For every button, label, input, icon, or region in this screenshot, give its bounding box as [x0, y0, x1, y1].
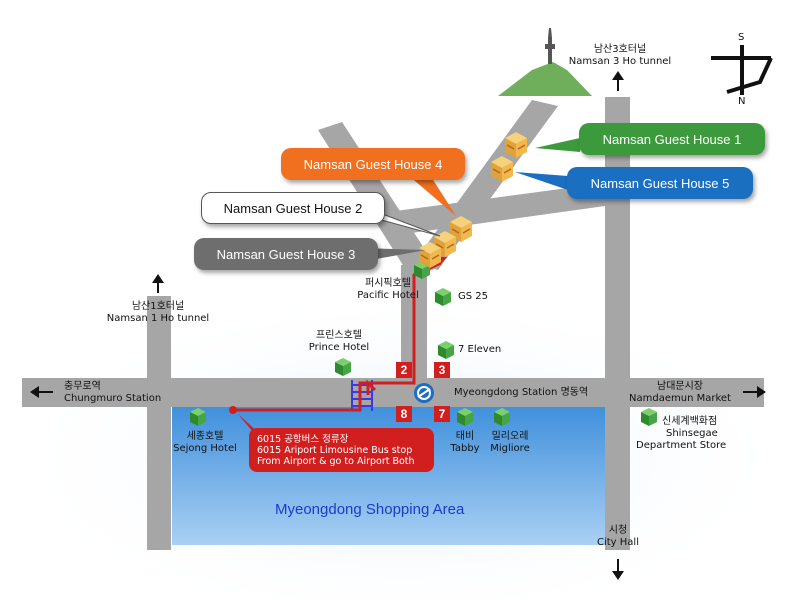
building-gh3-icon [419, 242, 441, 268]
arrow-west-icon [30, 386, 53, 398]
guest-house-buildings [419, 132, 527, 268]
east-road [605, 97, 630, 550]
shinsegae-en2: Department Store [636, 440, 727, 451]
bus-stop-line-3: From Airport & go to Airport Both [257, 456, 415, 467]
namdaemun-ko: 남대문시장 [657, 381, 703, 392]
namsan1-tunnel-ko: 남산1호터널 [131, 301, 185, 312]
namsan-mountain [498, 28, 592, 96]
arrow-east-icon [743, 386, 766, 398]
exit-7-badge: 7 [434, 406, 450, 422]
city-hall-en: City Hall [597, 537, 639, 548]
shinsegae-ko: 신세계백화점 [662, 416, 718, 427]
gs25-label: GS 25 [458, 291, 488, 302]
subway-station-icon [414, 383, 434, 403]
city-hall-ko: 시청 [608, 525, 628, 536]
marker-sejong-hotel [190, 408, 206, 426]
namdaemun-en: Namdaemun Market [629, 393, 731, 404]
namsan3-tunnel-ko: 남산3호터널 [593, 44, 647, 55]
chungmuro-station-label: 충무로역 Chungmuro Station [64, 381, 161, 405]
marker-shinsegae [641, 408, 657, 426]
sejong-ko: 세종호텔 [186, 431, 224, 442]
pacific-hotel-ko: 퍼시픽호텔 [365, 278, 411, 289]
exit-3-badge: 3 [434, 362, 450, 378]
marker-migliore [494, 408, 510, 426]
seven-eleven-label: 7 Eleven [458, 344, 502, 355]
pacific-hotel-label: 퍼시픽호텔 Pacific Hotel [343, 278, 433, 302]
tabby-en: Tabby [450, 443, 480, 454]
building-gh1-icon [505, 132, 527, 158]
building-gh5-icon [491, 156, 513, 182]
bus-stop-line-2: 6015 Ariport Limousine Bus stop [257, 445, 413, 456]
bus-stop-line-1: 6015 공항버스 정류장 [257, 434, 349, 445]
city-hall-label: 시청 City Hall [588, 525, 648, 549]
arrow-south-icon [612, 559, 624, 580]
chungmuro-ko: 충무로역 [64, 381, 101, 392]
tabby-label: 태비 Tabby [443, 431, 487, 455]
namsan1-tunnel-en: Namsan 1 Ho tunnel [106, 313, 210, 324]
myeongdong-station-label: Myeongdong Station 명동역 [454, 387, 589, 398]
pacific-hotel-en: Pacific Hotel [357, 290, 419, 301]
migliore-label: 밀리오레 Migliore [480, 431, 540, 455]
bus-stop-text: 6015 공항버스 정류장 6015 Ariport Limousine Bus… [257, 434, 415, 467]
marker-seven-eleven [438, 341, 454, 359]
guest-house-3-label[interactable]: Namsan Guest House 3 [194, 238, 378, 270]
marker-prince-hotel [335, 358, 351, 376]
shopping-area [172, 405, 605, 545]
migliore-en: Migliore [490, 443, 530, 454]
cross-road [388, 183, 605, 236]
marker-gs25 [435, 288, 451, 306]
guest-house-4-label[interactable]: Namsan Guest House 4 [281, 148, 465, 180]
sejong-en: Sejong Hotel [173, 443, 237, 454]
west-road [147, 296, 171, 550]
prince-hotel-ko: 프린스호텔 [316, 330, 362, 341]
shopping-area-label: Myeongdong Shopping Area [275, 501, 465, 518]
tabby-ko: 태비 [455, 431, 475, 442]
guest-house-1-label[interactable]: Namsan Guest House 1 [579, 123, 765, 155]
exit-2-badge: 2 [396, 362, 412, 378]
bus-stop-dot [229, 406, 237, 414]
arrow-north-tunnel1-icon [152, 274, 164, 293]
compass-north-label: N [738, 96, 746, 107]
direction-arrows [30, 71, 766, 580]
namsan3-tunnel-label: 남산3호터널 Namsan 3 Ho tunnel [560, 44, 680, 68]
compass-south-label: S [738, 32, 745, 43]
guest-house-5-label[interactable]: Namsan Guest House 5 [567, 167, 753, 199]
prince-hotel-label: 프린스호텔 Prince Hotel [294, 330, 384, 354]
prince-hotel-en: Prince Hotel [308, 342, 370, 353]
migliore-ko: 밀리오레 [491, 431, 529, 442]
exit-8-badge: 8 [396, 406, 412, 422]
arrow-north-tunnel3-icon [612, 71, 624, 91]
landmark-markers [190, 261, 657, 426]
building-gh4-icon [450, 216, 472, 242]
shinsegae-en: Shinsegae [666, 428, 718, 439]
shinsegae-label: 신세계백화점 Shinsegae Department Store [636, 416, 726, 452]
namsan1-tunnel-label: 남산1호터널 Namsan 1 Ho tunnel [98, 301, 218, 325]
guest-house-2-label[interactable]: Namsan Guest House 2 [201, 192, 385, 224]
marker-tabby [457, 408, 473, 426]
namdaemun-market-label: 남대문시장 Namdaemun Market [624, 381, 736, 405]
bus-stop-callout [238, 414, 434, 472]
namsan3-tunnel-en: Namsan 3 Ho tunnel [568, 56, 672, 67]
chungmuro-en: Chungmuro Station [64, 393, 162, 404]
sejong-hotel-label: 세종호텔 Sejong Hotel [165, 431, 245, 455]
compass-icon [711, 45, 773, 95]
